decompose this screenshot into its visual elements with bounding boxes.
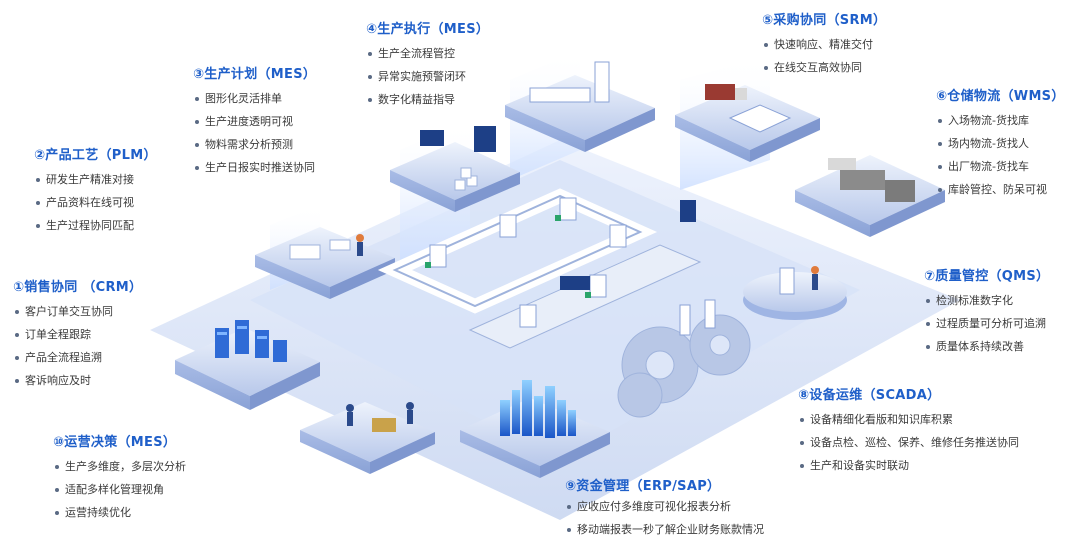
- module-item: 订单全程跟踪: [13, 323, 142, 346]
- module-wms: ⑥仓储物流（WMS） 入场物流-货找库 场内物流-货找人 出厂物流-货找车 库龄…: [936, 88, 1065, 201]
- module-item: 异常实施预警闭环: [366, 65, 489, 88]
- module-item: 生产多维度，多层次分析: [53, 455, 186, 478]
- module-item: 快速响应、精准交付: [762, 33, 886, 56]
- scada-robots: [679, 299, 716, 336]
- module-item: 质量体系持续改善: [924, 335, 1049, 358]
- module-plm: ②产品工艺（PLM） 研发生产精准对接 产品资料在线可视 生产过程协同匹配: [34, 147, 157, 237]
- module-qms: ⑦质量管控（QMS） 检测标准数字化 过程质量可分析可追溯 质量体系持续改善: [924, 268, 1049, 358]
- module-item: 过程质量可分析可追溯: [924, 312, 1049, 335]
- module-item: 研发生产精准对接: [34, 168, 157, 191]
- module-items: 检测标准数字化 过程质量可分析可追溯 质量体系持续改善: [924, 289, 1049, 358]
- module-items: 入场物流-货找库 场内物流-货找人 出厂物流-货找车 库龄管控、防呆可视: [936, 109, 1065, 201]
- module-items: 生产全流程管控 异常实施预警闭环 数字化精益指导: [366, 42, 489, 111]
- module-item: 生产和设备实时联动: [798, 454, 1019, 477]
- module-srm: ⑤采购协同（SRM） 快速响应、精准交付 在线交互高效协同: [762, 12, 886, 79]
- module-erp: ⑨资金管理（ERP/SAP） 应收应付多维度可视化报表分析 移动端报表一秒了解企…: [565, 478, 764, 541]
- module-item: 出厂物流-货找车: [936, 155, 1065, 178]
- module-item: 客户订单交互协同: [13, 300, 142, 323]
- qms-platform: [743, 266, 847, 320]
- module-item: 在线交互高效协同: [762, 56, 886, 79]
- module-title: ⑥仓储物流（WMS）: [936, 89, 1065, 104]
- module-title: ⑦质量管控（QMS）: [924, 269, 1050, 284]
- module-sales: ①销售协同 （CRM） 客户订单交互协同 订单全程跟踪 产品全流程追溯 客诉响应…: [13, 279, 142, 392]
- module-items: 研发生产精准对接 产品资料在线可视 生产过程协同匹配: [34, 168, 157, 237]
- module-items: 设备精细化看版和知识库积累 设备点检、巡检、保养、维修任务推送协同 生产和设备实…: [798, 408, 1019, 477]
- module-item: 应收应付多维度可视化报表分析: [565, 495, 764, 518]
- crm-platform: [175, 320, 320, 410]
- module-item: 设备精细化看版和知识库积累: [798, 408, 1019, 431]
- module-item: 场内物流-货找人: [936, 132, 1065, 155]
- module-item: 产品全流程追溯: [13, 346, 142, 369]
- module-title: ④生产执行（MES）: [366, 22, 490, 37]
- module-title: ⑨资金管理（ERP/SAP）: [565, 479, 721, 494]
- module-item: 入场物流-货找库: [936, 109, 1065, 132]
- srm-platform: [675, 84, 820, 162]
- module-title: ⑤采购协同（SRM）: [762, 13, 887, 28]
- module-title: ②产品工艺（PLM）: [34, 148, 157, 163]
- module-item: 库龄管控、防呆可视: [936, 178, 1065, 201]
- module-item: 图形化灵活排单: [193, 87, 316, 110]
- module-decision: ⑩运营决策（MES） 生产多维度，多层次分析 适配多样化管理视角 运营持续优化: [53, 434, 186, 524]
- module-exec: ④生产执行（MES） 生产全流程管控 异常实施预警闭环 数字化精益指导: [366, 21, 489, 111]
- module-scada: ⑧设备运维（SCADA） 设备精细化看版和知识库积累 设备点检、巡检、保养、维修…: [798, 387, 1019, 477]
- module-item: 适配多样化管理视角: [53, 478, 186, 501]
- module-item: 产品资料在线可视: [34, 191, 157, 214]
- module-item: 运营持续优化: [53, 501, 186, 524]
- module-item: 生产过程协同匹配: [34, 214, 157, 237]
- module-item: 生产进度透明可视: [193, 110, 316, 133]
- production-line: [377, 188, 702, 349]
- erp-platform: [460, 380, 610, 478]
- module-items: 客户订单交互协同 订单全程跟踪 产品全流程追溯 客诉响应及时: [13, 300, 142, 392]
- module-title: ①销售协同 （CRM）: [13, 280, 143, 295]
- module-title: ⑩运营决策（MES）: [53, 435, 177, 450]
- module-item: 检测标准数字化: [924, 289, 1049, 312]
- plan-platform: [390, 126, 520, 212]
- module-title: ⑧设备运维（SCADA）: [798, 388, 941, 403]
- module-plan: ③生产计划（MES） 图形化灵活排单 生产进度透明可视 物料需求分析预测 生产日…: [193, 66, 316, 179]
- module-title: ③生产计划（MES）: [193, 67, 317, 82]
- module-item: 移动端报表一秒了解企业财务账款情况: [565, 518, 764, 541]
- module-item: 生产全流程管控: [366, 42, 489, 65]
- gears: [617, 314, 751, 418]
- module-item: 物料需求分析预测: [193, 133, 316, 156]
- module-item: 客诉响应及时: [13, 369, 142, 392]
- wms-platform: [795, 155, 945, 237]
- module-item: 设备点检、巡检、保养、维修任务推送协同: [798, 431, 1019, 454]
- module-items: 应收应付多维度可视化报表分析 移动端报表一秒了解企业财务账款情况: [565, 495, 764, 541]
- module-item: 生产日报实时推送协同: [193, 156, 316, 179]
- exec-platform: [505, 61, 655, 152]
- decision-platform: [300, 402, 435, 474]
- module-items: 生产多维度，多层次分析 适配多样化管理视角 运营持续优化: [53, 455, 186, 524]
- plm-platform: [255, 227, 395, 299]
- module-items: 快速响应、精准交付 在线交互高效协同: [762, 33, 886, 79]
- module-items: 图形化灵活排单 生产进度透明可视 物料需求分析预测 生产日报实时推送协同: [193, 87, 316, 179]
- module-item: 数字化精益指导: [366, 88, 489, 111]
